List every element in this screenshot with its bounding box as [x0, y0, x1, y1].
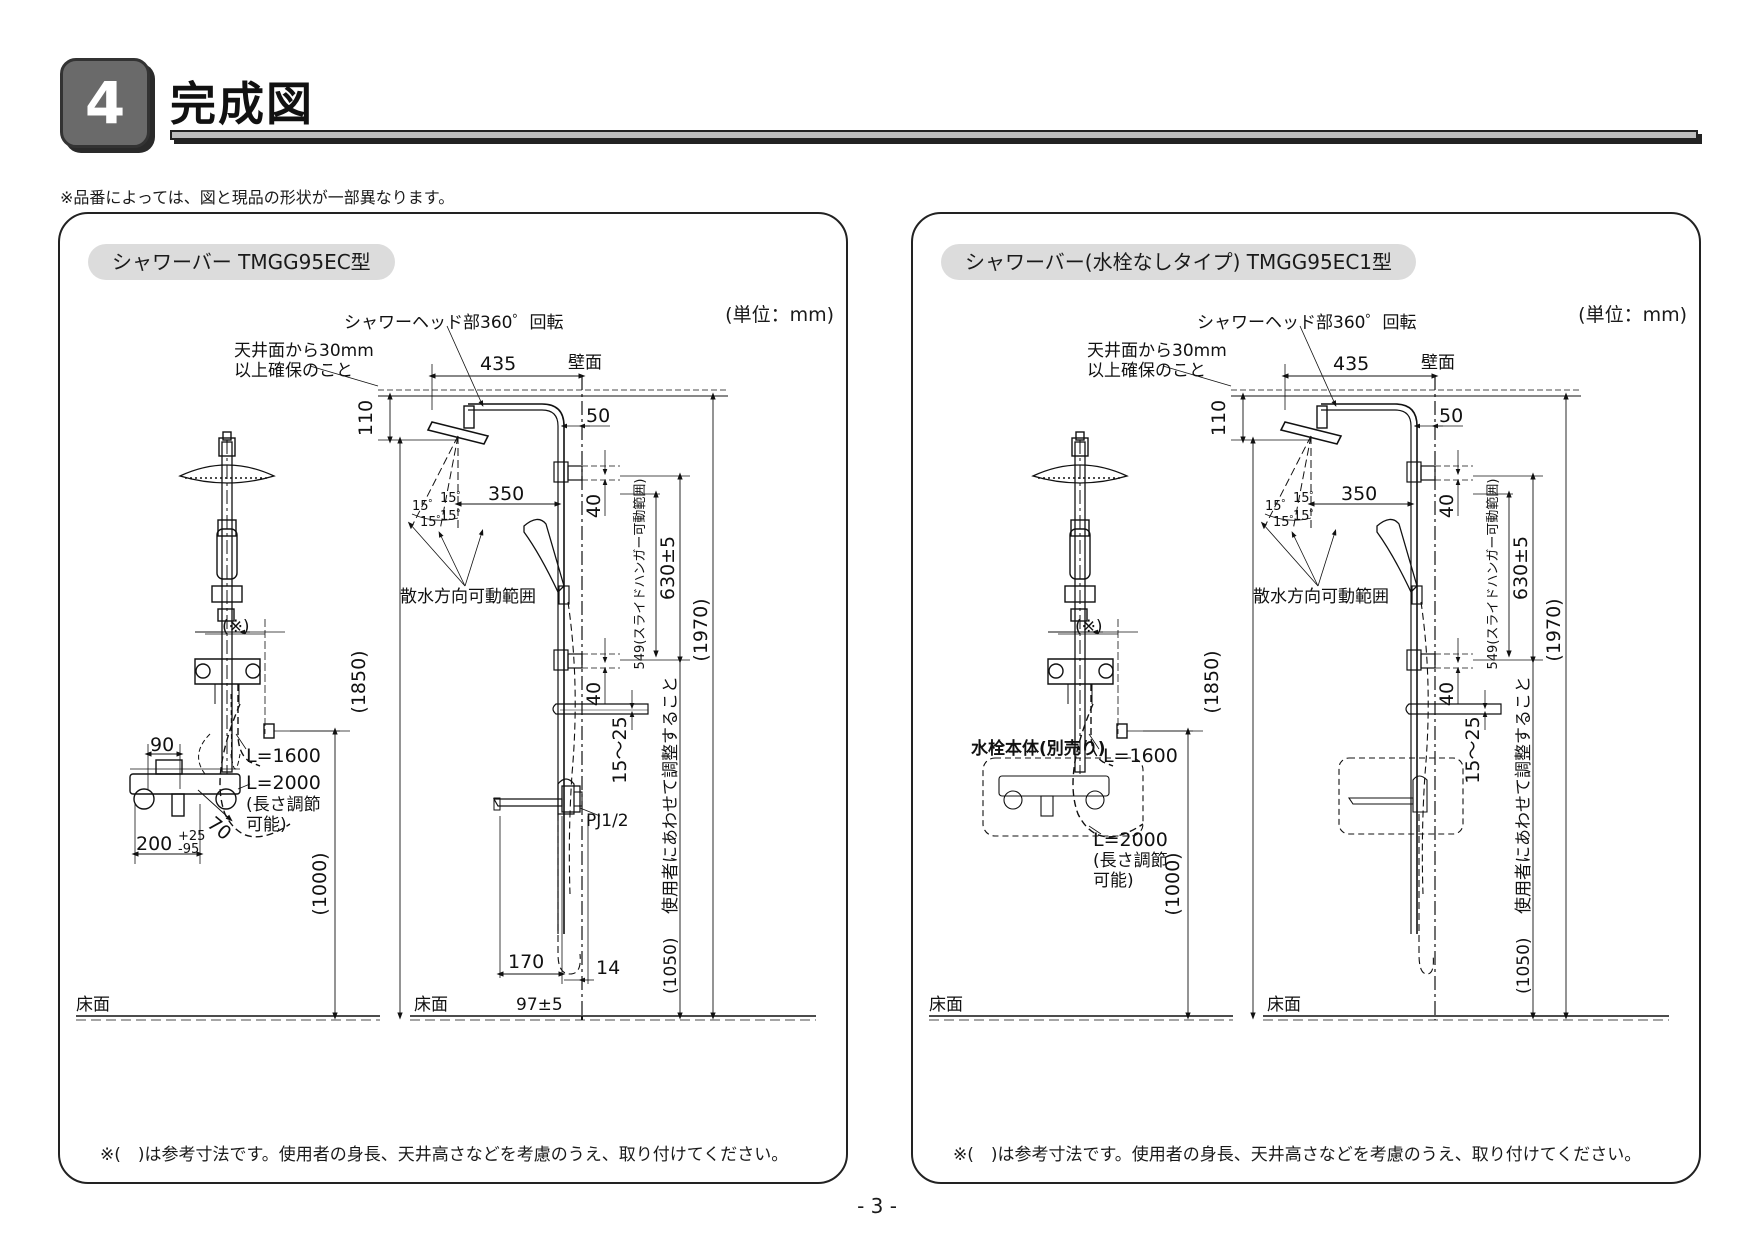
- label-rotation: シャワーヘッド部360゜回転: [344, 313, 563, 333]
- label-pj: PJ1/2: [586, 811, 629, 831]
- label-spray-range: 散水方向可動範囲: [400, 587, 536, 607]
- label-wall: 壁面: [1421, 353, 1455, 373]
- panel-title: シャワーバー TMGG95EC型: [88, 244, 395, 280]
- label-l1600: L=1600: [1103, 745, 1178, 767]
- angle-c: 15゜: [412, 499, 442, 514]
- dim-40a: 40: [583, 494, 605, 518]
- label-adjust-1: (長さ調節: [246, 795, 321, 815]
- label-rotation: シャワーヘッド部360゜回転: [1197, 313, 1416, 333]
- dim-40b: 40: [583, 682, 605, 706]
- dim-1050: (1050): [661, 937, 681, 994]
- dim-15-25: 15～25: [1462, 716, 1484, 783]
- section-number-badge: 4: [60, 58, 150, 148]
- dim-40b: 40: [1436, 682, 1458, 706]
- label-ceiling-1: 天井面から30mm: [1087, 341, 1227, 361]
- dim-200: 200: [136, 833, 172, 855]
- dim-1970: (1970): [1543, 598, 1565, 661]
- label-ceiling-1: 天井面から30mm: [234, 341, 374, 361]
- floor-label-front: 床面: [929, 995, 963, 1015]
- dim-200-tol-bot: -95: [178, 842, 199, 857]
- label-adjust-1: (長さ調節: [1093, 851, 1168, 871]
- label-l2000: L=2000: [1093, 829, 1168, 851]
- dim-630: 630±5: [1510, 536, 1532, 600]
- dim-435: 435: [1333, 353, 1369, 375]
- angle-b: 15゜: [440, 509, 470, 524]
- dim-14: 14: [596, 957, 620, 979]
- page-number: - 3 -: [857, 1194, 897, 1218]
- label-slide-range: 549(スライドハンガー可動範囲): [1486, 479, 1501, 670]
- dim-110: 110: [1208, 400, 1230, 436]
- faucet-body-outline: [1338, 757, 1464, 835]
- dim-1000: (1000): [309, 852, 331, 915]
- installation-drawing: (※) 水栓本体(別売り) L=1600 L=2000 (長さ調節 可能) 床面…: [929, 313, 1669, 1021]
- dim-70: 70: [203, 812, 236, 844]
- dim-50: 50: [1439, 405, 1463, 427]
- dim-15-25: 15～25: [609, 716, 631, 783]
- panel-tmgg95ec: シャワーバー TMGG95EC型 (単位：mm): [58, 212, 848, 1184]
- shape-difference-note: ※品番によっては、図と現品の形状が一部異なります。: [60, 188, 455, 207]
- label-l2000: L=2000: [246, 772, 321, 794]
- reference-footnote: ※( )は参考寸法です。使用者の身長、天井高さなどを考慮のうえ、取り付けてくださ…: [100, 1145, 789, 1165]
- dim-350: 350: [488, 483, 524, 505]
- dim-50: 50: [586, 405, 610, 427]
- label-user-adjust: 使用者にあわせて調整すること: [660, 676, 681, 914]
- angle-a: 15゜: [440, 491, 470, 506]
- dim-350: 350: [1341, 483, 1377, 505]
- label-ceiling-2: 以上確保のこと: [1087, 361, 1206, 381]
- dim-200-tol-top: +25: [178, 829, 205, 844]
- dim-1970: (1970): [690, 598, 712, 661]
- label-adjust-2: 可能): [1093, 871, 1134, 891]
- dim-1850: (1850): [348, 650, 370, 713]
- dim-90: 90: [150, 734, 174, 756]
- label-user-adjust: 使用者にあわせて調整すること: [1513, 676, 1534, 914]
- side-view: [309, 325, 728, 1020]
- label-spray-range: 散水方向可動範囲: [1253, 587, 1389, 607]
- ref-mark: (※): [222, 617, 250, 637]
- panel-tmgg95ec1: シャワーバー(水栓なしタイプ) TMGG95EC1型 (単位：mm): [911, 212, 1701, 1184]
- label-l1600: L=1600: [246, 745, 321, 767]
- section-title: 完成図: [170, 77, 314, 131]
- dim-40a: 40: [1436, 494, 1458, 518]
- ref-mark: (※): [1075, 617, 1103, 637]
- dim-630: 630±5: [657, 536, 679, 600]
- side-view: [1162, 325, 1581, 1020]
- unit-label: (単位：mm): [725, 304, 834, 326]
- floor-label-front: 床面: [76, 995, 110, 1015]
- angle-a: 15゜: [1293, 491, 1323, 506]
- label-faucet-body: 水栓本体(別売り): [971, 738, 1106, 759]
- unit-label: (単位：mm): [1578, 304, 1687, 326]
- installation-drawing: (※) 90 L=1600 L=2000 (長さ調節 可能) 70 200 +2…: [76, 313, 816, 1021]
- label-wall: 壁面: [568, 353, 602, 373]
- dim-1850: (1850): [1201, 650, 1223, 713]
- dim-110: 110: [355, 400, 377, 436]
- section-title-rule: [170, 130, 1698, 140]
- dim-435: 435: [480, 353, 516, 375]
- faucet-body-outline: [982, 757, 1144, 837]
- front-view: [129, 431, 350, 1020]
- dim-97: 97±5: [516, 995, 563, 1015]
- label-ceiling-2: 以上確保のこと: [234, 361, 353, 381]
- dim-1000: (1000): [1162, 852, 1184, 915]
- angle-b: 15゜: [1293, 509, 1323, 524]
- panel-title: シャワーバー(水栓なしタイプ) TMGG95EC1型: [941, 244, 1417, 280]
- dim-170: 170: [508, 951, 544, 973]
- floor-label-side: 床面: [414, 995, 448, 1015]
- angle-d: 15゜: [420, 515, 450, 530]
- front-view: [982, 431, 1203, 1020]
- angle-c: 15゜: [1265, 499, 1295, 514]
- dim-1050: (1050): [1514, 937, 1534, 994]
- floor-label-side: 床面: [1267, 995, 1301, 1015]
- label-adjust-2: 可能): [246, 815, 287, 835]
- angle-d: 15゜: [1273, 515, 1303, 530]
- label-slide-range: 549(スライドハンガー可動範囲): [633, 479, 648, 670]
- reference-footnote: ※( )は参考寸法です。使用者の身長、天井高さなどを考慮のうえ、取り付けてくださ…: [953, 1145, 1642, 1165]
